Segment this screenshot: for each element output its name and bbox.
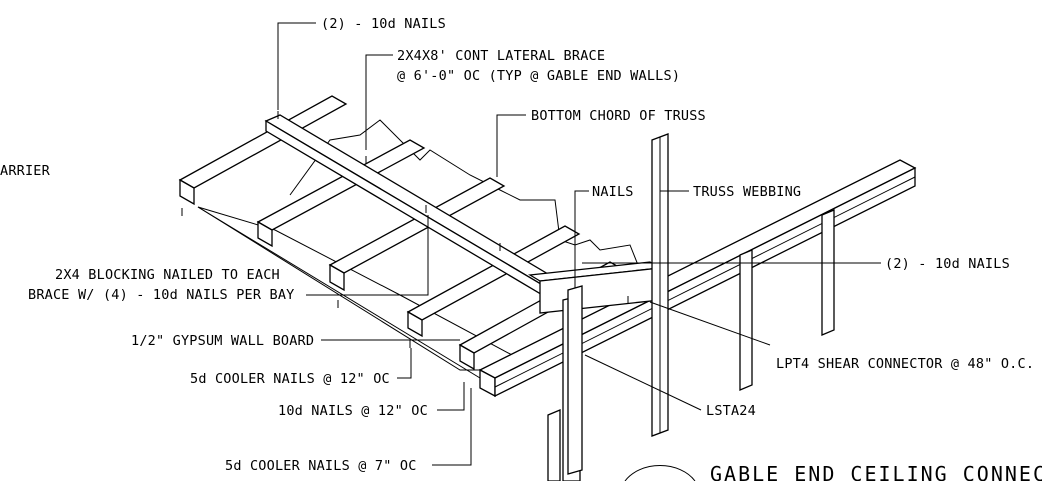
label-cooler-7: 5d COOLER NAILS @ 7" OC <box>225 458 417 474</box>
label-lpt4: LPT4 SHEAR CONNECTOR @ 48" O.C. <box>776 356 1034 372</box>
label-truss-webbing: TRUSS WEBBING <box>693 184 801 200</box>
nail-marks <box>181 111 629 348</box>
label-nails-10d-top: (2) - 10d NAILS <box>321 16 446 32</box>
label-nails: NAILS <box>592 184 634 200</box>
label-blocking-1: 2X4 BLOCKING NAILED TO EACH <box>55 267 280 283</box>
truss-web-outline <box>289 119 641 271</box>
title-circle <box>624 465 696 481</box>
leader-lines <box>277 22 881 466</box>
joist-3 <box>328 177 506 292</box>
lateral-brace <box>264 114 577 308</box>
truss-webbing-stud <box>651 133 669 437</box>
label-blocking-2: BRACE W/ (4) - 10d NAILS PER BAY <box>28 287 295 303</box>
label-lsta24: LSTA24 <box>706 403 756 419</box>
label-gypsum: 1/2" GYPSUM WALL BOARD <box>131 333 314 349</box>
label-cooler-12: 5d COOLER NAILS @ 12" OC <box>190 371 390 387</box>
bottom-chord-joists <box>178 95 626 371</box>
label-nails-10d-12: 10d NAILS @ 12" OC <box>278 403 428 419</box>
label-barrier-partial: ARRIER <box>0 163 51 179</box>
label-nails-10d-right: (2) - 10d NAILS <box>885 256 1010 272</box>
detail-title: GABLE END CEILING CONNECTIO <box>710 462 1042 481</box>
label-lateral-brace-2: @ 6'-0" OC (TYP @ GABLE END WALLS) <box>397 68 680 84</box>
label-lateral-brace-1: 2X4X8' CONT LATERAL BRACE <box>397 48 605 64</box>
label-bottom-chord: BOTTOM CHORD OF TRUSS <box>531 108 706 124</box>
lsta24-strap <box>567 285 583 475</box>
